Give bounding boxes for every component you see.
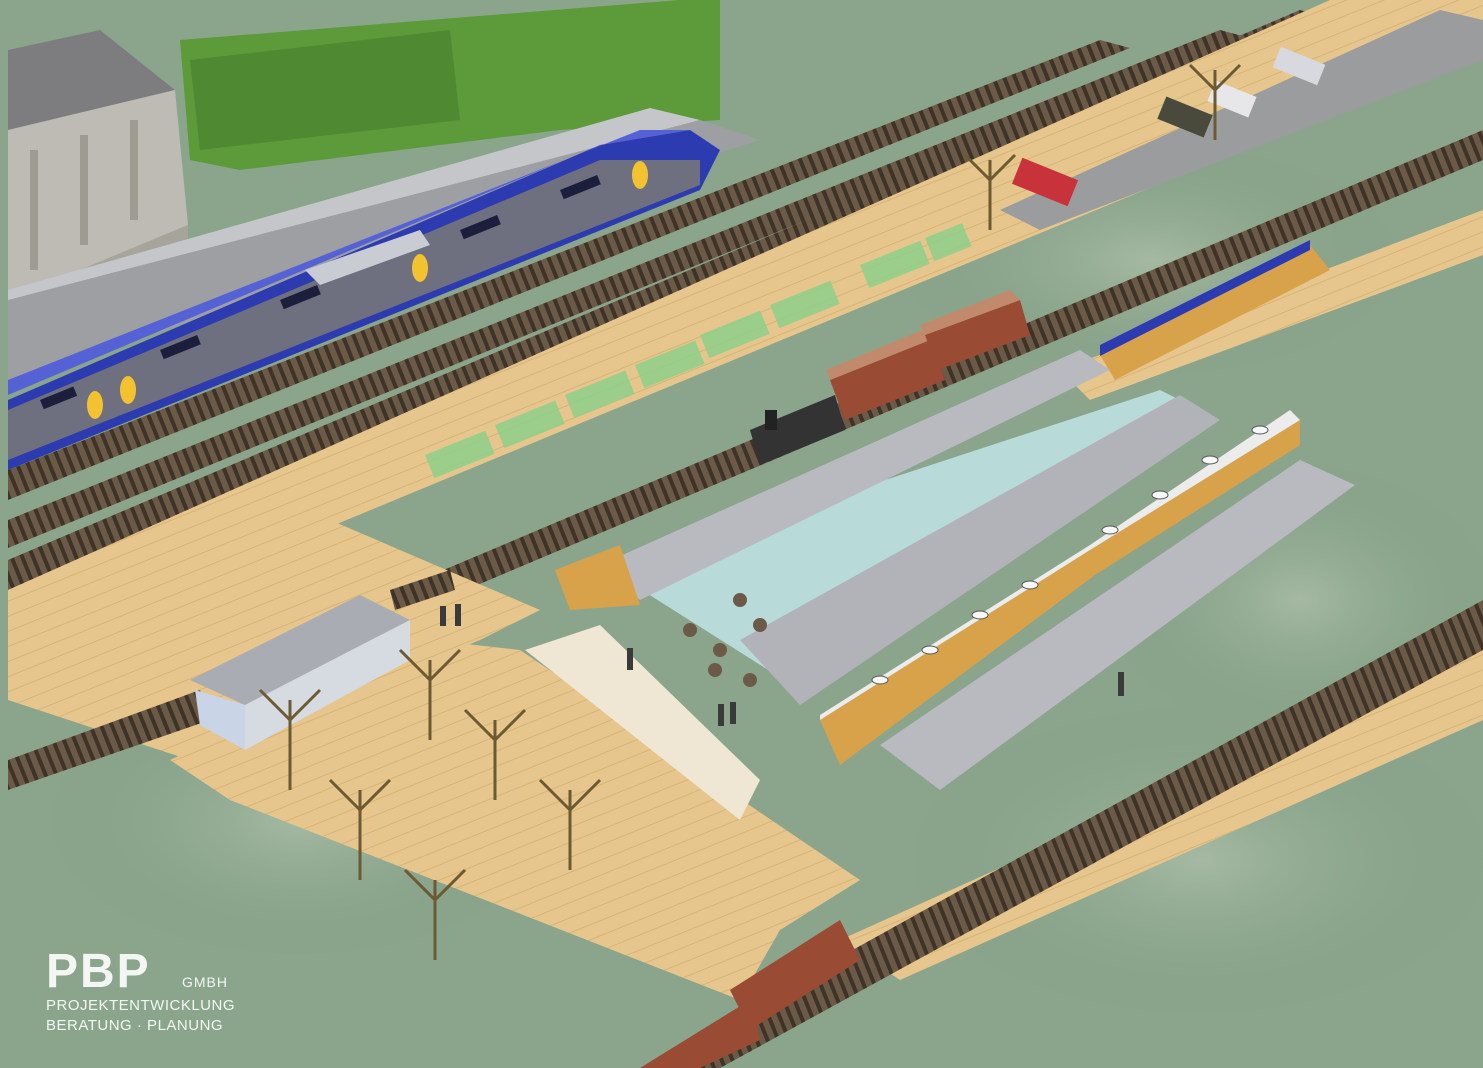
track — [8, 40, 1130, 500]
grey-canopy-top — [8, 108, 700, 300]
track — [390, 570, 455, 610]
station-roof-center — [740, 395, 1220, 705]
station-roof-left — [600, 350, 1110, 600]
logo-wordmark: PBP — [46, 945, 151, 998]
brown-coach — [640, 920, 860, 1068]
station-glass-roof — [610, 390, 1200, 690]
cafe-tables — [683, 593, 767, 687]
station-roof-right — [880, 460, 1355, 790]
yellow-coach-main — [820, 410, 1300, 765]
forecourt — [170, 640, 860, 1000]
yellow-coach — [1100, 240, 1330, 380]
yellow-coach-left — [555, 545, 640, 610]
person-icon — [440, 604, 1124, 726]
building-wall — [8, 90, 188, 300]
pbp-logo: PBP GMBH PROJEKTENTWICKLUNG BERATUNG · P… — [46, 948, 235, 1036]
car-icon — [1272, 46, 1326, 86]
brown-coach — [826, 330, 945, 420]
logo-line-1: PROJEKTENTWICKLUNG — [46, 997, 236, 1014]
glass-fence — [424, 223, 972, 479]
logo-suffix: GMBH — [182, 974, 228, 990]
track — [8, 690, 210, 790]
tree-icon — [258, 63, 1242, 960]
track — [8, 30, 1250, 548]
car-icon — [1157, 96, 1213, 138]
parking-lot — [1000, 10, 1483, 230]
blue-train — [8, 130, 720, 470]
building-windows — [30, 120, 138, 270]
car-icon — [1207, 80, 1257, 118]
plaza-steps — [525, 625, 760, 820]
hedge-shade — [190, 30, 460, 150]
brown-coach — [920, 290, 1030, 370]
steam-locomotive — [750, 395, 845, 465]
building-roof — [8, 30, 175, 130]
track — [420, 130, 1483, 605]
logo-line-2: BERATUNG · PLANUNG — [46, 1017, 224, 1034]
car-icon — [1011, 157, 1079, 207]
